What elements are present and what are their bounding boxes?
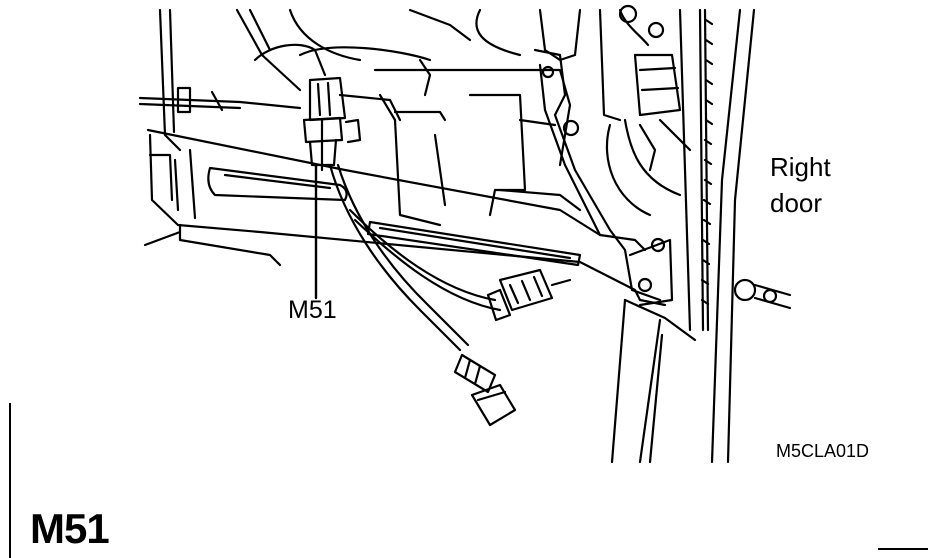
page-margin-rule: [9, 403, 11, 558]
door-pillar: [610, 8, 756, 464]
door-grommet: [733, 278, 792, 310]
m51-connector: [302, 76, 362, 172]
figure-code: M5CLA01D: [776, 441, 870, 461]
upper-harness: [605, 4, 692, 217]
door-label-line1: Right: [770, 152, 831, 182]
mid-connector: [486, 268, 572, 322]
left-cable: [138, 43, 432, 114]
connector-id-heading: M51: [30, 505, 110, 552]
dangling-connector: [453, 353, 517, 427]
m51-callout-label: M51: [288, 296, 337, 324]
latch-bracket: [533, 48, 674, 307]
corner-rule: [878, 548, 928, 550]
lock-housing: [338, 58, 582, 227]
lower-harness: [328, 163, 502, 352]
door-label-line2: door: [770, 188, 823, 218]
door-bracket-plate: [143, 128, 667, 307]
